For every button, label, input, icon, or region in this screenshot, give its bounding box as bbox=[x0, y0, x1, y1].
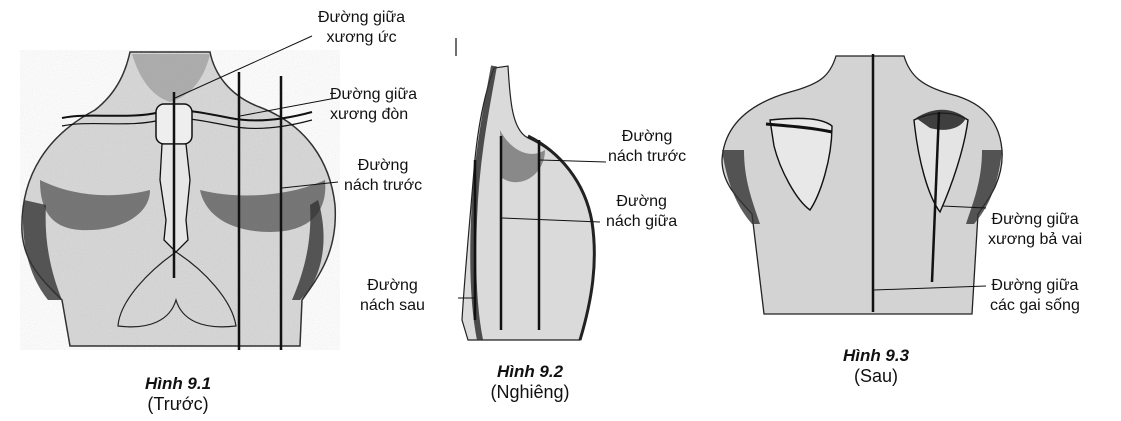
lateral-torso-figure bbox=[458, 66, 606, 340]
label-posterior-axillary-line: Đường nách sau bbox=[360, 276, 425, 316]
label-line: Đường bbox=[344, 156, 422, 176]
label-line: nách giữa bbox=[606, 212, 677, 232]
caption-subtitle-front: (Trước) bbox=[118, 394, 238, 415]
caption-title-back: Hình 9.3 bbox=[826, 346, 926, 366]
label-line: xương ức bbox=[318, 28, 405, 48]
label-line: Đường giữa bbox=[318, 8, 405, 28]
label-vertebral-line: Đường giữa các gai sống bbox=[990, 276, 1080, 316]
label-anterior-axillary-line-front: Đường nách trước bbox=[344, 156, 422, 196]
label-line: Đường bbox=[608, 127, 686, 147]
label-midclavicular-line: Đường giữa xương đòn bbox=[330, 85, 417, 125]
label-line: Đường giữa bbox=[330, 85, 417, 105]
back-torso-body bbox=[722, 56, 1002, 314]
caption-subtitle-back: (Sau) bbox=[816, 366, 936, 387]
label-line: Đường bbox=[606, 192, 677, 212]
label-line: nách trước bbox=[608, 147, 686, 167]
label-line: Đường giữa bbox=[990, 276, 1080, 296]
caption-subtitle-lateral: (Nghiêng) bbox=[470, 382, 590, 403]
label-line: nách trước bbox=[344, 176, 422, 196]
caption-title-front: Hình 9.1 bbox=[128, 374, 228, 394]
label-line: xương đòn bbox=[330, 105, 417, 125]
label-mid-axillary-line: Đường nách giữa bbox=[606, 192, 677, 232]
label-mid-scapular-line: Đường giữa xương bả vai bbox=[988, 210, 1082, 250]
label-line: nách sau bbox=[360, 296, 425, 316]
label-line: Đường giữa bbox=[988, 210, 1082, 230]
label-midsternal-line: Đường giữa xương ức bbox=[318, 8, 405, 48]
lateral-torso-body bbox=[462, 66, 594, 340]
label-anterior-axillary-line-lateral: Đường nách trước bbox=[608, 127, 686, 167]
back-torso-figure bbox=[722, 54, 1002, 314]
label-line: các gai sống bbox=[990, 296, 1080, 316]
caption-title-lateral: Hình 9.2 bbox=[480, 362, 580, 382]
label-line: xương bả vai bbox=[988, 230, 1082, 250]
label-line: Đường bbox=[360, 276, 425, 296]
